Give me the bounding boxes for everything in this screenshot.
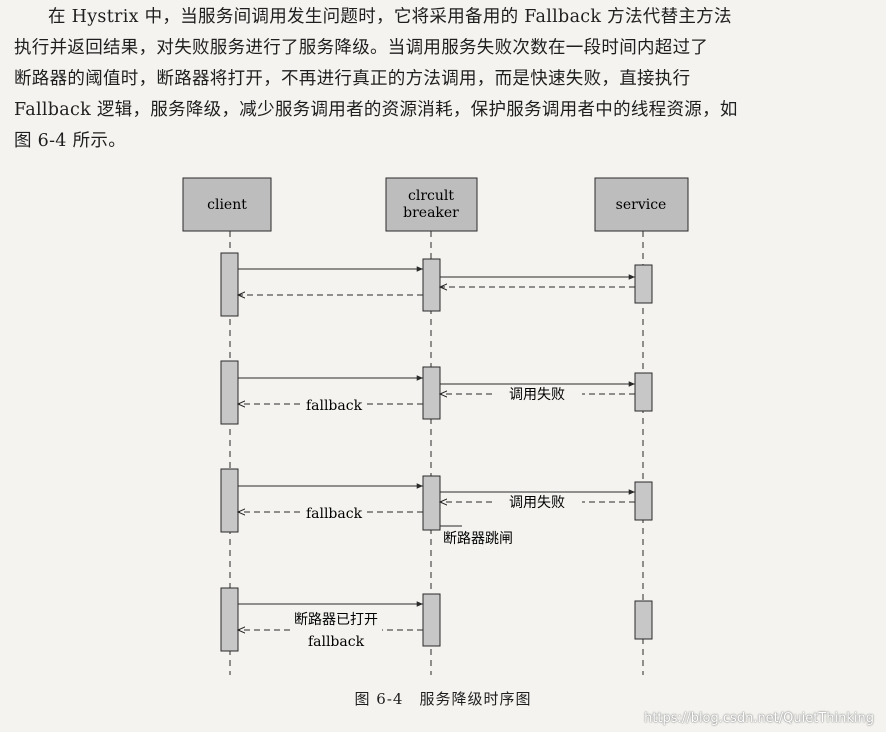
- participant-breaker-label-line2: breaker: [403, 205, 459, 221]
- participant-breaker-label-line1: clrcult: [408, 188, 454, 204]
- participant-circuit-breaker: clrcult breaker: [385, 177, 478, 232]
- interaction-3: [238, 483, 635, 527]
- activation-breaker-2: [422, 366, 441, 420]
- paragraph-line: 断路器的阈值时，断路器将打开，不再进行真正的方法调用，而是快速失败，直接执行: [14, 69, 691, 89]
- activation-service-4: [634, 600, 653, 640]
- paragraph-line: Fallback 逻辑，服务降级，减少服务调用者的资源消耗，保护服务调用者中的线…: [14, 100, 738, 120]
- interaction-2: [238, 375, 635, 404]
- fallback-label: fallback: [306, 398, 363, 414]
- activation-client-2: [220, 360, 239, 425]
- activation-service-2: [634, 372, 653, 412]
- activation-client-4: [220, 587, 239, 652]
- breaker-open-label: 断路器已打开: [294, 611, 378, 628]
- activation-breaker-3: [422, 475, 441, 531]
- activation-service-1: [634, 264, 653, 304]
- watermark: https://blog.csdn.net/QuietThinking: [644, 711, 874, 726]
- participant-client: client: [182, 177, 272, 232]
- paragraph-line: 图 6-4 所示。: [14, 131, 127, 151]
- activation-service-3: [634, 481, 653, 521]
- interaction-1: [238, 266, 635, 295]
- paragraph-line: 执行并返回结果，对失败服务进行了服务降级。当调用服务失败次数在一段时间内超过了: [14, 38, 709, 58]
- breaker-trip-label: 断路器跳闸: [443, 531, 513, 547]
- body-paragraph: 在 Hystrix 中，当服务间调用发生问题时，它将采用备用的 Fallback…: [14, 2, 874, 157]
- call-failed-label: 调用失败: [509, 495, 565, 511]
- activation-breaker-1: [422, 258, 441, 312]
- activation-breaker-4: [422, 593, 441, 647]
- activation-client-3: [220, 468, 239, 533]
- activation-bars: [220, 252, 653, 652]
- participant-service-label: service: [616, 197, 667, 213]
- fallback-label: fallback: [306, 506, 363, 522]
- lifelines: [229, 231, 644, 675]
- activation-client-1: [220, 252, 239, 317]
- fallback-label: fallback: [308, 634, 365, 650]
- paragraph-line: 在 Hystrix 中，当服务间调用发生问题时，它将采用备用的 Fallback…: [48, 7, 732, 27]
- interaction-4: [238, 601, 423, 630]
- participant-client-label: client: [207, 197, 247, 213]
- figure-caption: 图 6-4 服务降级时序图: [354, 690, 532, 708]
- call-failed-label: 调用失败: [509, 387, 565, 403]
- participant-service: service: [594, 177, 689, 232]
